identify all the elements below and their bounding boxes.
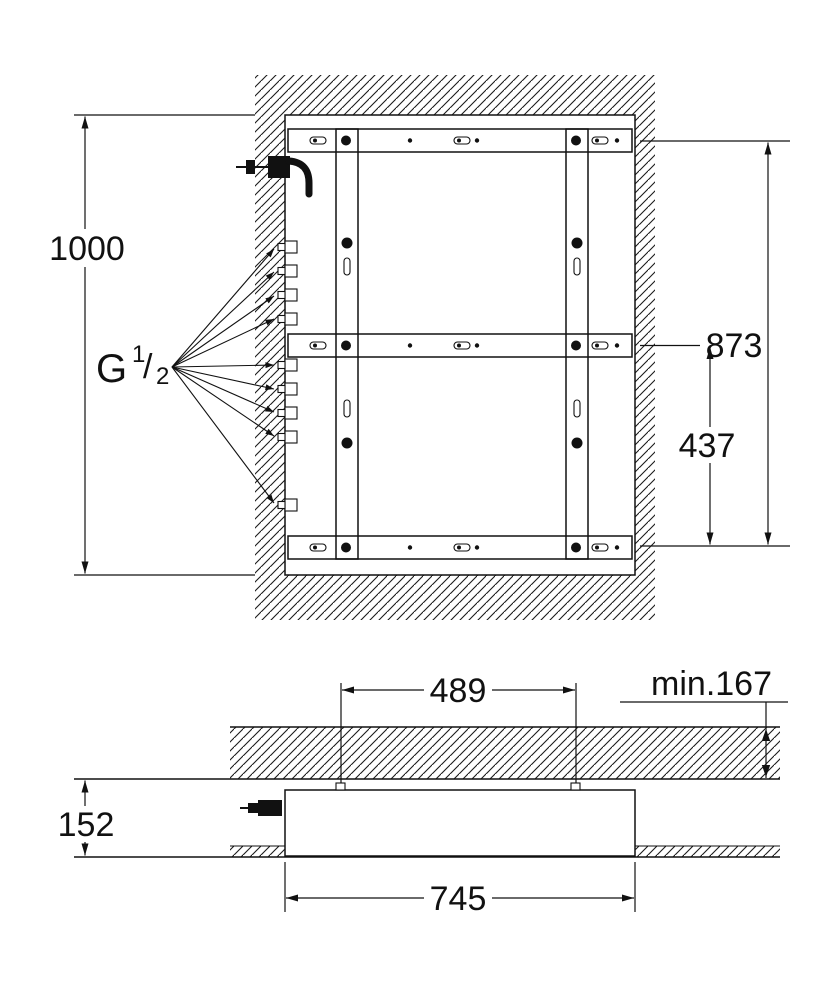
- dim-745-label: 745: [430, 880, 487, 918]
- dim-min167: min.167: [620, 665, 788, 778]
- arrow-up: [761, 729, 771, 741]
- dim-873-label: 873: [706, 327, 763, 365]
- dim-873: 873: [640, 140, 790, 547]
- leader-line: [171, 318, 275, 368]
- connection-valve: [258, 800, 282, 816]
- arrow-down: [761, 765, 771, 777]
- dim-1000-label: 1000: [49, 230, 125, 268]
- bottom-rail: [287, 535, 633, 560]
- leader-line: [171, 295, 275, 368]
- thread-size-denominator: 2: [156, 363, 169, 390]
- mounting-frame: [287, 128, 633, 560]
- dim-152: 152: [50, 780, 122, 856]
- label-mask: [48, 229, 126, 267]
- leader-line: [171, 366, 275, 413]
- ceiling-section: [230, 727, 780, 779]
- middle-rail: [287, 333, 633, 358]
- ceiling-hatch: [74, 726, 780, 780]
- dim-1000: 1000: [48, 114, 255, 576]
- thread-size-label: G: [96, 347, 127, 391]
- thread-size-numerator: 1: [132, 341, 145, 368]
- dim-152-label: 152: [58, 806, 115, 844]
- connection-nut: [246, 160, 255, 174]
- label-mask: [676, 427, 738, 463]
- dim-745: 745: [284, 862, 636, 918]
- floor-strips: [74, 845, 780, 858]
- side-view: 489 min.167 152: [50, 665, 788, 918]
- label-mask: [704, 328, 764, 363]
- mounting-tab-left: [335, 782, 346, 791]
- leader-line: [171, 366, 275, 391]
- dim-437-label: 437: [679, 427, 736, 465]
- dim-489-label: 489: [430, 672, 487, 710]
- water-connection-top: [236, 156, 313, 198]
- thread-size-slash: /: [143, 348, 153, 386]
- leader-line: [171, 271, 275, 368]
- top-rail: [287, 128, 633, 153]
- leader-line: [171, 248, 275, 368]
- connection-nut: [248, 803, 258, 813]
- wall-strip-right: [635, 846, 780, 857]
- connection-elbow-pipe: [285, 157, 313, 198]
- frame-body: [284, 789, 636, 857]
- leader-line: [171, 366, 275, 504]
- leader-line: [171, 362, 275, 369]
- dim-489: 489: [340, 672, 577, 789]
- connection-valve: [268, 156, 290, 178]
- front-view: G 1 / 2 1000 873 437: [48, 75, 790, 620]
- dim-min167-label: min.167: [651, 665, 772, 703]
- dim-437: 437: [640, 344, 738, 545]
- wall-strip-left: [230, 846, 285, 857]
- g-half-callout: G 1 / 2: [96, 248, 275, 504]
- mounting-tab-right: [570, 782, 581, 791]
- frame-profile: [240, 782, 636, 857]
- label-mask: [50, 806, 122, 842]
- leader-line: [171, 366, 275, 437]
